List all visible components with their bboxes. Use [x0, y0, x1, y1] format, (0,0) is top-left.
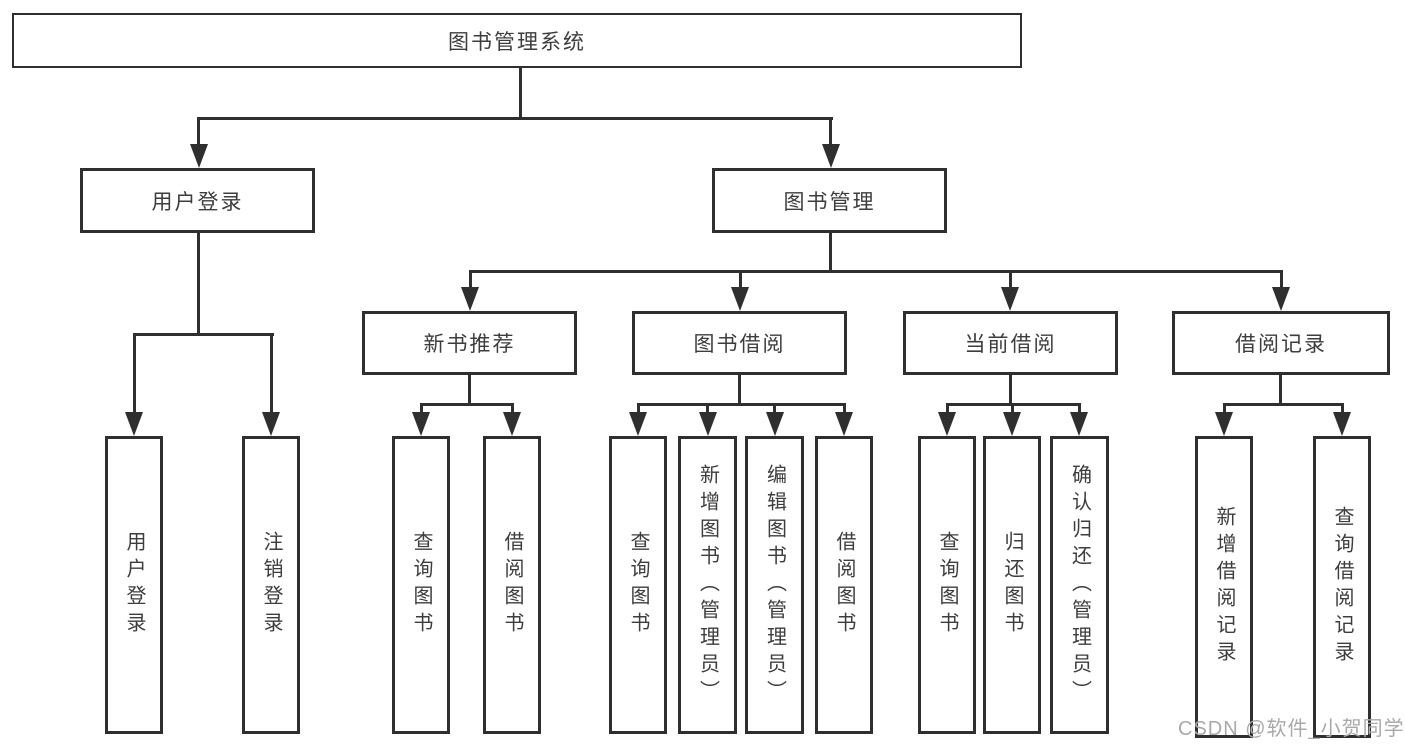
connector-borrow-stem-1	[637, 403, 640, 415]
leaf-bb-query-book: 查询图书	[609, 436, 667, 734]
connector-root-hline	[197, 117, 833, 120]
arrowhead-br-add	[1215, 412, 1233, 436]
connector-rec-hline	[420, 403, 514, 406]
arrowhead-rec-borrow	[503, 412, 521, 436]
arrowhead-cb-return	[1003, 412, 1021, 436]
leaf-br-add-record: 新增借阅记录	[1195, 436, 1253, 738]
arrowhead-bb-query	[629, 412, 647, 436]
node-borrow-record: 借阅记录	[1172, 311, 1390, 375]
arrowhead-leaf-logout	[262, 412, 280, 436]
connector-mgmt-hline	[469, 270, 1282, 273]
leaf-cb-confirm-return-admin: 确认归还（管理员）	[1050, 436, 1109, 734]
arrowhead-borrow-record	[1272, 287, 1290, 311]
leaf-rec-borrow-book: 借阅图书	[483, 436, 541, 734]
connector-borrow-stem-2	[706, 403, 709, 415]
connector-record-hline	[1223, 403, 1344, 406]
connector-borrow-hline	[637, 403, 846, 406]
arrowhead-bb-borrow	[835, 412, 853, 436]
connector-current-stem-1	[946, 403, 949, 415]
connector-borrow-stem-4	[843, 403, 846, 415]
arrowhead-book-mgmt	[822, 144, 840, 168]
leaf-bb-add-book-admin: 新增图书（管理员）	[678, 436, 737, 734]
connector-current-vline	[1009, 375, 1012, 406]
leaf-user-login: 用户登录	[105, 436, 163, 734]
arrowhead-current-borrow	[1001, 287, 1019, 311]
node-new-book-rec: 新书推荐	[362, 311, 577, 375]
connector-borrow-stem-3	[773, 403, 776, 415]
connector-login-stem-2	[270, 333, 273, 415]
arrowhead-bb-edit	[766, 412, 784, 436]
arrowhead-rec-query	[412, 412, 430, 436]
connector-current-stem-2	[1011, 403, 1014, 415]
connector-mgmt-stem-4	[1280, 270, 1283, 290]
node-book-mgmt: 图书管理	[712, 168, 947, 233]
node-user-login: 用户登录	[80, 168, 315, 233]
connector-mgmt-stem-1	[469, 270, 472, 290]
leaf-rec-query-book: 查询图书	[392, 436, 450, 734]
connector-record-stem-2	[1341, 403, 1344, 415]
leaf-cb-query-book: 查询图书	[918, 436, 976, 734]
arrowhead-bb-add	[699, 412, 717, 436]
arrowhead-cb-query	[938, 412, 956, 436]
leaf-br-query-record: 查询借阅记录	[1313, 436, 1371, 738]
connector-mgmt-stem-3	[1009, 270, 1012, 290]
arrowhead-cb-confirm	[1070, 412, 1088, 436]
connector-mgmt-stem-2	[739, 270, 742, 290]
connector-login-hline	[133, 333, 274, 336]
connector-root-stem-right	[829, 117, 832, 147]
leaf-bb-edit-book-admin: 编辑图书（管理员）	[745, 436, 804, 734]
leaf-logout: 注销登录	[242, 436, 300, 734]
connector-current-stem-3	[1078, 403, 1081, 415]
connector-record-vline	[1279, 375, 1282, 406]
connector-rec-stem-2	[511, 403, 514, 415]
leaf-cb-return-book: 归还图书	[983, 436, 1041, 734]
node-current-borrow: 当前借阅	[903, 311, 1118, 375]
connector-record-stem-1	[1223, 403, 1226, 415]
connector-login-stem-1	[133, 333, 136, 415]
connector-borrow-vline	[738, 375, 741, 406]
connector-root-stem-left	[197, 117, 200, 147]
arrowhead-br-query	[1333, 412, 1351, 436]
connector-rec-vline	[468, 375, 471, 406]
connector-login-vline	[197, 233, 200, 335]
connector-mgmt-vline	[829, 233, 832, 273]
connector-rec-stem-1	[420, 403, 423, 415]
arrowhead-user-login	[190, 144, 208, 168]
node-library-system: 图书管理系统	[12, 13, 1022, 68]
connector-root-vline	[519, 68, 522, 119]
arrowhead-leaf-user-login	[125, 412, 143, 436]
node-book-borrow: 图书借阅	[632, 311, 847, 375]
arrowhead-new-book-rec	[461, 287, 479, 311]
csdn-watermark: CSDN @软件_小贺同学	[1178, 718, 1405, 740]
leaf-bb-borrow-book: 借阅图书	[815, 436, 873, 734]
arrowhead-book-borrow	[731, 287, 749, 311]
